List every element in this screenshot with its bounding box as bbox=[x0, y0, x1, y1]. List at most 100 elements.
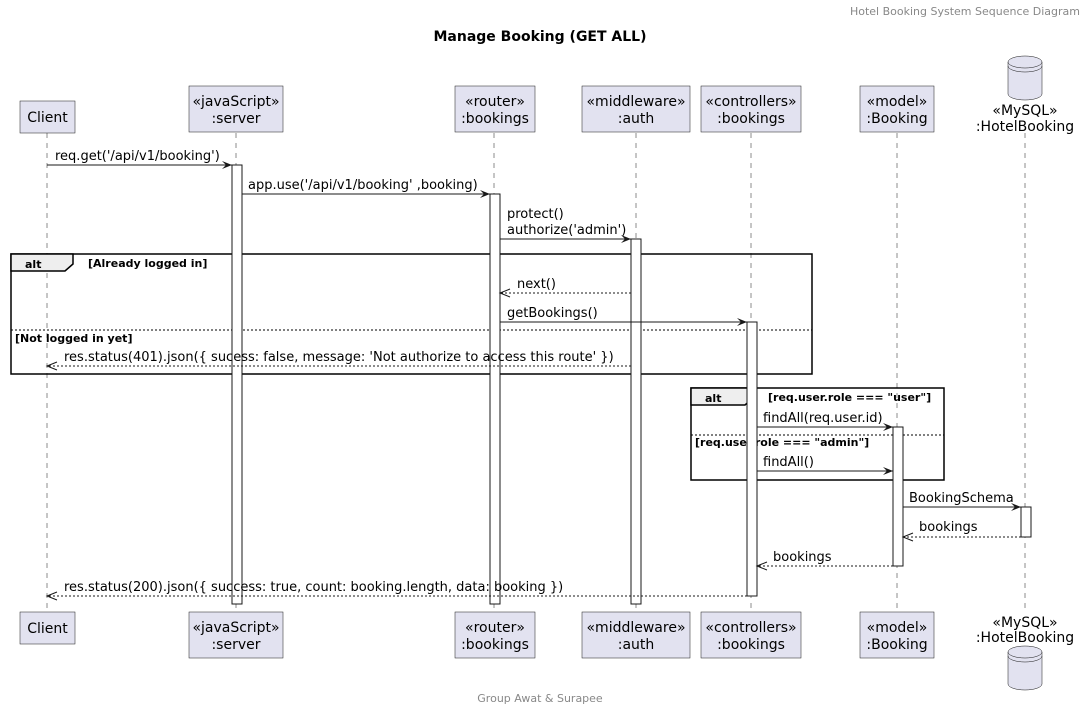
participant-box bbox=[859, 85, 935, 133]
participant-label: :server bbox=[211, 637, 260, 653]
message-label: findAll() bbox=[763, 455, 814, 470]
participant-client: Client bbox=[19, 100, 76, 134]
arrowhead bbox=[498, 288, 511, 298]
participant-label: «middleware» bbox=[586, 94, 685, 110]
message-label: protect() bbox=[507, 207, 564, 222]
fragment-operator: alt bbox=[705, 392, 721, 405]
participant-box bbox=[19, 100, 76, 134]
participant-label: Client bbox=[27, 110, 68, 126]
arrowhead bbox=[480, 190, 490, 198]
diagram-footer: Group Awat & Surapee bbox=[477, 692, 603, 705]
message-controllers-to-client: res.status(200).json({ success: true, co… bbox=[45, 580, 747, 601]
participant-label: «middleware» bbox=[586, 620, 685, 636]
message-label: res.status(401).json({ sucess: false, me… bbox=[64, 350, 614, 365]
arrowhead bbox=[621, 235, 631, 243]
database-icon bbox=[1007, 55, 1043, 101]
message-label: app.use('/api/v1/booking' ,booking) bbox=[248, 178, 478, 193]
alt-fragment: alt [req.user.role === "user"] [req.user.r… bbox=[690, 387, 945, 481]
participant-label: :auth bbox=[618, 111, 655, 127]
participant-box bbox=[700, 85, 802, 133]
alt-fragment: alt [Already logged in] [Not logged in yet… bbox=[10, 253, 813, 375]
participant-label: :bookings bbox=[461, 111, 529, 127]
fragment-condition: [Already logged in] bbox=[88, 257, 207, 270]
arrowhead bbox=[222, 161, 232, 169]
participant-auth: «middleware»:auth bbox=[581, 611, 691, 659]
activation-bar-db bbox=[1020, 506, 1032, 538]
participant-label: «controllers» bbox=[705, 94, 796, 110]
message-label: BookingSchema bbox=[909, 491, 1014, 506]
activation-bar-model bbox=[892, 426, 904, 567]
participant-label: Client bbox=[27, 621, 68, 637]
message-auth-to-router: next() bbox=[498, 277, 631, 298]
arrowhead bbox=[45, 361, 58, 371]
participant-model: «model»:Booking bbox=[859, 85, 935, 133]
message-model-to-db: BookingSchema bbox=[903, 491, 1021, 511]
participant-box bbox=[700, 611, 802, 659]
participant-auth: «middleware»:auth bbox=[581, 85, 691, 133]
participant-box bbox=[581, 611, 691, 659]
participant-label: «javaScript» bbox=[192, 620, 279, 636]
participant-label: «model» bbox=[867, 620, 928, 636]
message-label: authorize('admin') bbox=[507, 223, 626, 238]
participant-model: «model»:Booking bbox=[859, 611, 935, 659]
message-label: res.status(200).json({ success: true, co… bbox=[64, 580, 563, 595]
participant-label: :bookings bbox=[717, 637, 785, 653]
participant-box bbox=[188, 85, 284, 133]
fragment-condition: [req.user.role === "admin"] bbox=[695, 436, 869, 449]
diagram-header: Hotel Booking System Sequence Diagram bbox=[850, 5, 1080, 18]
message-server-to-router: app.use('/api/v1/booking' ,booking) bbox=[242, 178, 490, 198]
participant-label: «router» bbox=[465, 94, 525, 110]
message-db-to-model: bookings bbox=[901, 520, 1021, 542]
participant-label: :HotelBooking bbox=[976, 630, 1074, 646]
message-label: next() bbox=[517, 277, 556, 292]
message-router-to-auth: protect()authorize('admin') bbox=[500, 207, 631, 243]
fragment-condition: [Not logged in yet] bbox=[15, 332, 132, 345]
fragment-condition: [req.user.role === "user"] bbox=[768, 391, 931, 404]
participant-router: «router»:bookings bbox=[454, 611, 536, 659]
participant-label: «MySQL» bbox=[992, 615, 1057, 631]
arrowhead bbox=[883, 467, 893, 475]
participant-label: «model» bbox=[867, 94, 928, 110]
arrowhead bbox=[755, 561, 768, 571]
message-label: bookings bbox=[919, 520, 978, 535]
participant-controllers: «controllers»:bookings bbox=[700, 85, 802, 133]
participant-server: «javaScript»:server bbox=[188, 85, 284, 133]
fragment-operator: alt bbox=[25, 258, 41, 271]
diagram-title: Manage Booking (GET ALL) bbox=[433, 29, 646, 45]
participant-box bbox=[454, 85, 536, 133]
participant-box bbox=[19, 611, 76, 645]
participant-box bbox=[581, 85, 691, 133]
message-router-to-controllers: getBookings() bbox=[500, 306, 747, 326]
message-label: getBookings() bbox=[507, 306, 598, 321]
participant-box bbox=[859, 611, 935, 659]
participant-label: :bookings bbox=[717, 111, 785, 127]
message-label: bookings bbox=[773, 550, 832, 565]
participant-label: «MySQL» bbox=[992, 103, 1057, 119]
activation-bar-controllers bbox=[746, 321, 758, 597]
participant-label: «javaScript» bbox=[192, 94, 279, 110]
message-auth-to-client: res.status(401).json({ sucess: false, me… bbox=[45, 350, 631, 371]
participant-client: Client bbox=[19, 611, 76, 645]
message-label: req.get('/api/v1/booking') bbox=[55, 149, 220, 164]
participant-label: :Booking bbox=[866, 637, 927, 653]
message-label: findAll(req.user.id) bbox=[763, 411, 883, 426]
arrowhead bbox=[1011, 503, 1021, 511]
message-controllers-to-model: findAll(req.user.id) bbox=[757, 411, 893, 431]
participant-router: «router»:bookings bbox=[454, 85, 536, 133]
participant-label: :HotelBooking bbox=[976, 119, 1074, 135]
participant-label: :server bbox=[211, 111, 260, 127]
arrowhead bbox=[883, 423, 893, 431]
arrowhead bbox=[901, 532, 914, 542]
participant-label: :auth bbox=[618, 637, 655, 653]
database-icon bbox=[1007, 645, 1043, 691]
message-controllers-to-model: findAll() bbox=[757, 455, 893, 475]
participant-box bbox=[188, 611, 284, 659]
arrowhead bbox=[45, 591, 58, 601]
participant-server: «javaScript»:server bbox=[188, 611, 284, 659]
message-client-to-server: req.get('/api/v1/booking') bbox=[47, 149, 232, 169]
participant-label: «router» bbox=[465, 620, 525, 636]
activation-bar-auth bbox=[630, 238, 642, 605]
activation-bar-server bbox=[231, 164, 243, 605]
participant-label: :bookings bbox=[461, 637, 529, 653]
